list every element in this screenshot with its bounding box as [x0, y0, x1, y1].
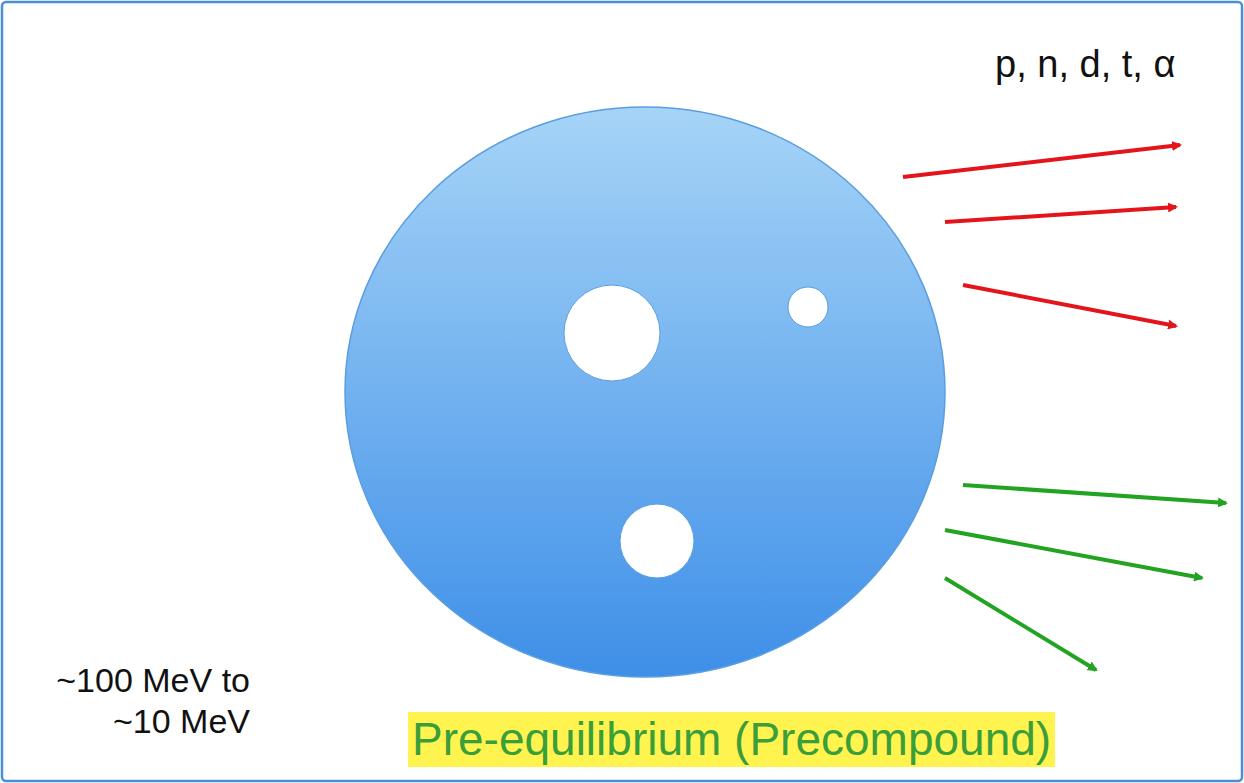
- emission-arrow: [945, 578, 1096, 670]
- emission-arrow: [963, 285, 1176, 326]
- emission-arrow: [945, 207, 1176, 222]
- energy-range: ~100 MeV to ~10 MeV: [20, 660, 250, 742]
- nucleus: [345, 107, 945, 677]
- particle-list: p, n, d, t, α: [995, 42, 1175, 88]
- emission-arrow: [963, 485, 1226, 503]
- emission-arrow: [945, 530, 1202, 578]
- stage-title: Pre-equilibrium (Precompound): [408, 712, 1055, 767]
- hole: [564, 285, 660, 381]
- hole: [620, 504, 694, 578]
- emission-arrow: [903, 145, 1180, 177]
- hole: [788, 287, 828, 327]
